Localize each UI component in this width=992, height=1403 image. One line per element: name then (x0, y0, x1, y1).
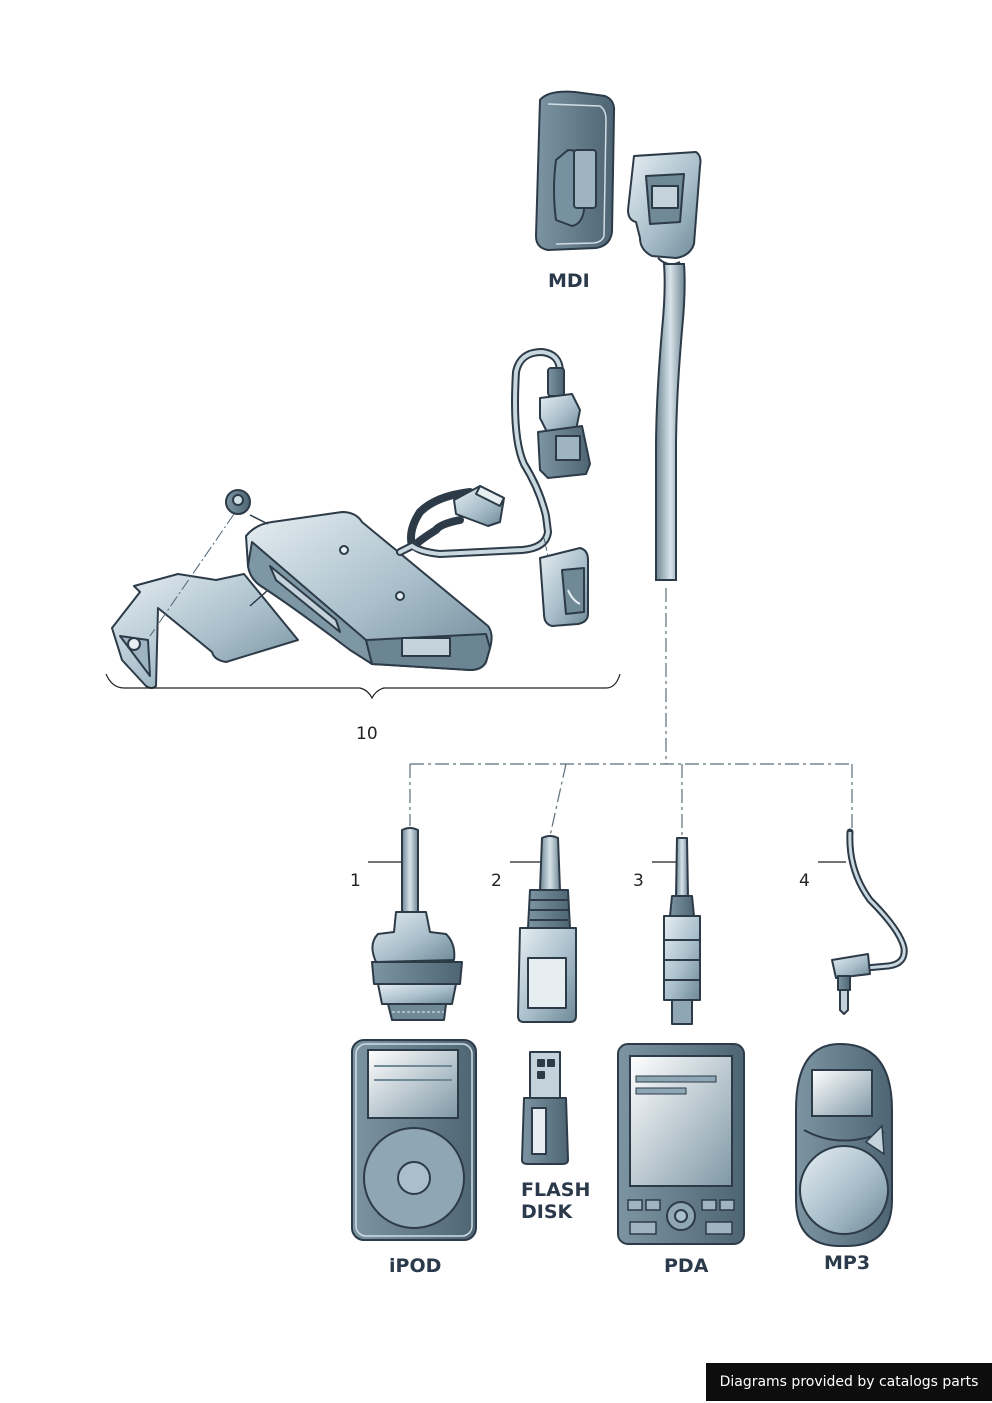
ipod-label: iPOD (389, 1255, 441, 1277)
flash-disk-label-line1: FLASH (521, 1179, 590, 1201)
pda-device (617, 1043, 745, 1245)
box-bracket-leader (249, 589, 269, 607)
callout-3: 3 (633, 871, 644, 891)
flash-disk-label-line2: DISK (521, 1201, 574, 1223)
interface-control-unit (245, 511, 493, 671)
pda-label: PDA (664, 1255, 709, 1277)
kit-number-label: 10 (356, 724, 378, 744)
mdi-plug (627, 151, 702, 266)
mini-adapter-cable (663, 837, 701, 1025)
kit-brace (105, 673, 621, 700)
callout-2: 2 (491, 871, 502, 891)
callout-4: 4 (799, 871, 810, 891)
fastening-nut (225, 489, 251, 515)
harness-connector-upper (537, 367, 591, 479)
callout-1: 1 (350, 871, 361, 891)
socket-leader (543, 537, 549, 557)
usb-adapter-cable (517, 835, 577, 1023)
harness-socket-lower (539, 547, 589, 627)
mdi-cap (535, 90, 616, 251)
usb-flash-disk-device (521, 1051, 569, 1165)
mp3-label: MP3 (824, 1252, 870, 1274)
mdi-cable (655, 263, 686, 581)
mdi-label: MDI (548, 270, 590, 292)
jack-adapter-cable (831, 828, 908, 1015)
adapter-distribution-lines (409, 588, 853, 837)
box-nut-leader (249, 514, 269, 525)
mp3-player-device (795, 1042, 893, 1247)
ipod-device (351, 1039, 477, 1241)
diagram-credit-banner: Diagrams provided by catalogs parts (706, 1363, 992, 1401)
nut-leader-line (149, 513, 235, 637)
ipod-adapter-cable (371, 827, 463, 1021)
harness-connector-small (453, 485, 505, 527)
